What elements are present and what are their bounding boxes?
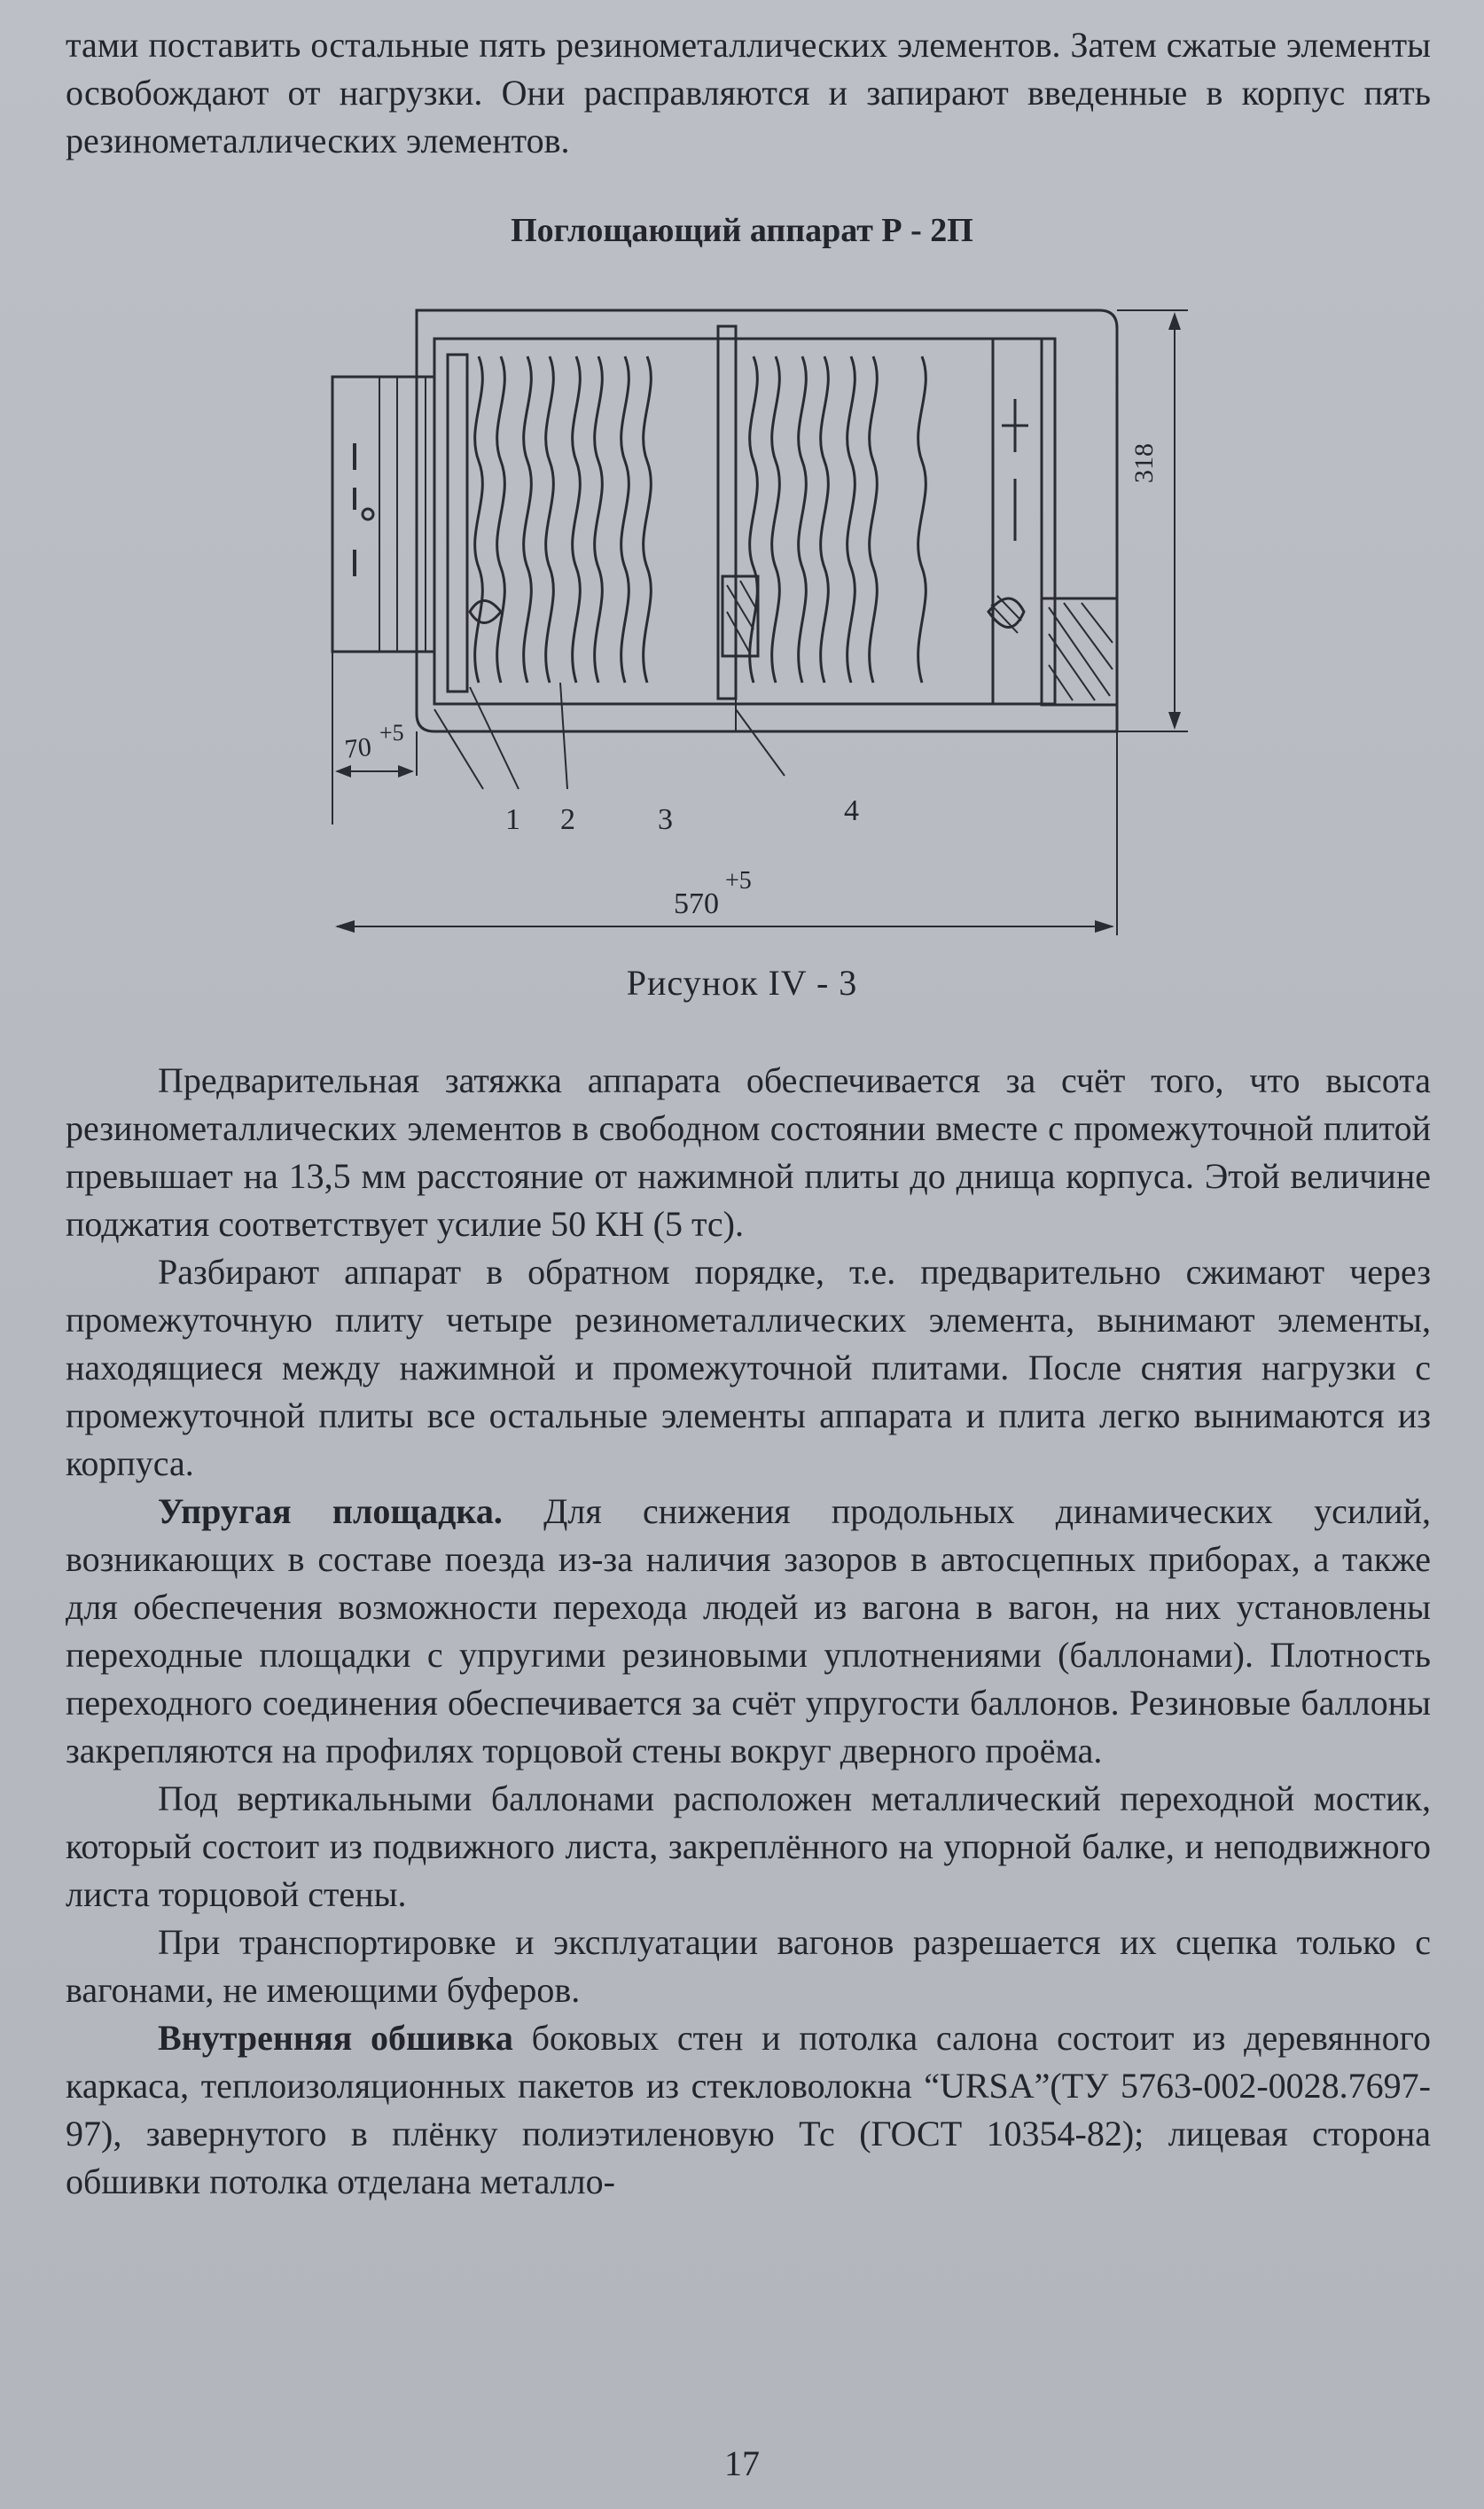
rubber-element bbox=[571, 356, 582, 684]
paragraph: Разбирают аппарат в обратном порядке, т.… bbox=[66, 1248, 1431, 1488]
figure-title: Поглощающий аппарат Р - 2П bbox=[511, 212, 973, 249]
paragraph: При транспортировке и эксплуатации вагон… bbox=[66, 1919, 1431, 2014]
dim-offset-value: 70 bbox=[343, 732, 372, 764]
paragraph-lead: Упругая площадка. bbox=[158, 1491, 503, 1531]
paragraph-text: Разбирают аппарат в обратном порядке, т.… bbox=[66, 1252, 1431, 1483]
rubber-element bbox=[522, 356, 533, 684]
callout-3: 3 bbox=[658, 803, 673, 836]
intro-paragraph: тами поставить остальные пять резиномета… bbox=[66, 21, 1431, 165]
paragraph: Внутренняя обшивка боковых стен и потолк… bbox=[66, 2014, 1431, 2206]
paragraph: Под вертикальными баллонами расположен м… bbox=[66, 1775, 1431, 1919]
page-number: 17 bbox=[724, 2443, 760, 2483]
paragraph-text: Для снижения продольных динамических уси… bbox=[66, 1491, 1431, 1770]
intro-paragraph-text: тами поставить остальные пять резиномета… bbox=[66, 25, 1431, 160]
rubber-element bbox=[797, 356, 808, 684]
callout-4: 4 bbox=[844, 794, 859, 827]
plunger bbox=[331, 375, 436, 653]
figure-caption: Рисунок IV - 3 bbox=[626, 963, 858, 1003]
paragraph-text: Под вертикальными баллонами расположен м… bbox=[66, 1778, 1431, 1914]
callout-2: 2 bbox=[560, 803, 575, 836]
paragraph-lead: Внутренняя обшивка bbox=[158, 2018, 513, 2058]
shock-absorber-drawing: 318 70 +5 1 2 3 4 570 +5 bbox=[331, 309, 1188, 935]
housing-outline bbox=[415, 309, 1119, 733]
paragraph: Предварительная затяжка аппарата обеспеч… bbox=[66, 1057, 1431, 1248]
body-text: Предварительная затяжка аппарата обеспеч… bbox=[66, 1057, 1431, 2206]
paragraph-text: При транспортировке и эксплуатации вагон… bbox=[66, 1922, 1431, 2010]
dim-length-value: 570 bbox=[674, 887, 719, 920]
dim-height-label: 318 bbox=[1129, 443, 1159, 483]
dim-offset-tolerance: +5 bbox=[379, 720, 404, 746]
rubber-element bbox=[620, 356, 630, 684]
paragraph: Упругая площадка. Для снижения продольны… bbox=[66, 1488, 1431, 1775]
rubber-element bbox=[748, 356, 759, 684]
pressure-plate bbox=[446, 353, 469, 693]
callout-1: 1 bbox=[505, 803, 520, 836]
paragraph-text: Предварительная затяжка аппарата обеспеч… bbox=[66, 1060, 1431, 1244]
paragraph-text: боковых стен и потолка салона состоит из… bbox=[66, 2018, 1431, 2201]
intermediate-plate bbox=[716, 324, 738, 700]
rubber-element bbox=[473, 356, 484, 684]
housing-bottom bbox=[991, 337, 1043, 706]
rubber-element bbox=[846, 356, 856, 684]
dim-length-tolerance: +5 bbox=[725, 867, 752, 895]
